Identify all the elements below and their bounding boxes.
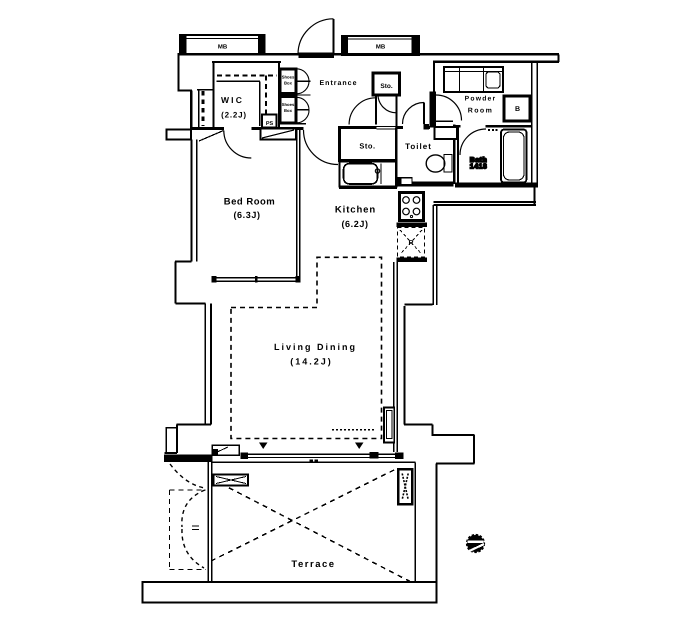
svg-text:Box: Box <box>284 81 293 86</box>
svg-text:MB: MB <box>376 44 386 51</box>
svg-text:Sto.: Sto. <box>380 83 392 90</box>
svg-text:(2.2J): (2.2J) <box>221 111 247 120</box>
svg-text:Box: Box <box>284 108 293 113</box>
svg-text:Bed Room: Bed Room <box>224 197 276 208</box>
svg-text:B: B <box>515 106 520 113</box>
svg-text:Bath: Bath <box>470 156 488 164</box>
svg-text:WIC: WIC <box>221 95 244 105</box>
svg-text:Sto.: Sto. <box>359 142 375 151</box>
svg-text:1418: 1418 <box>470 164 488 171</box>
svg-text:Shoes: Shoes <box>282 102 295 107</box>
svg-text:(6.3J): (6.3J) <box>233 210 260 220</box>
svg-text:Living Dining: Living Dining <box>274 342 357 352</box>
svg-text:Kitchen: Kitchen <box>335 205 376 216</box>
svg-text:PS: PS <box>266 121 274 127</box>
svg-text:(14.2J): (14.2J) <box>290 357 333 367</box>
svg-text:Powder: Powder <box>465 96 497 103</box>
svg-text:Terrace: Terrace <box>291 559 335 570</box>
svg-text:Shoes: Shoes <box>282 75 295 80</box>
svg-text:(6.2J): (6.2J) <box>341 219 368 229</box>
svg-text:MB: MB <box>218 44 228 51</box>
svg-text:Toilet: Toilet <box>405 142 432 151</box>
svg-text:R: R <box>408 240 413 247</box>
svg-text:Entrance: Entrance <box>320 80 358 87</box>
svg-text:Room: Room <box>468 108 493 115</box>
